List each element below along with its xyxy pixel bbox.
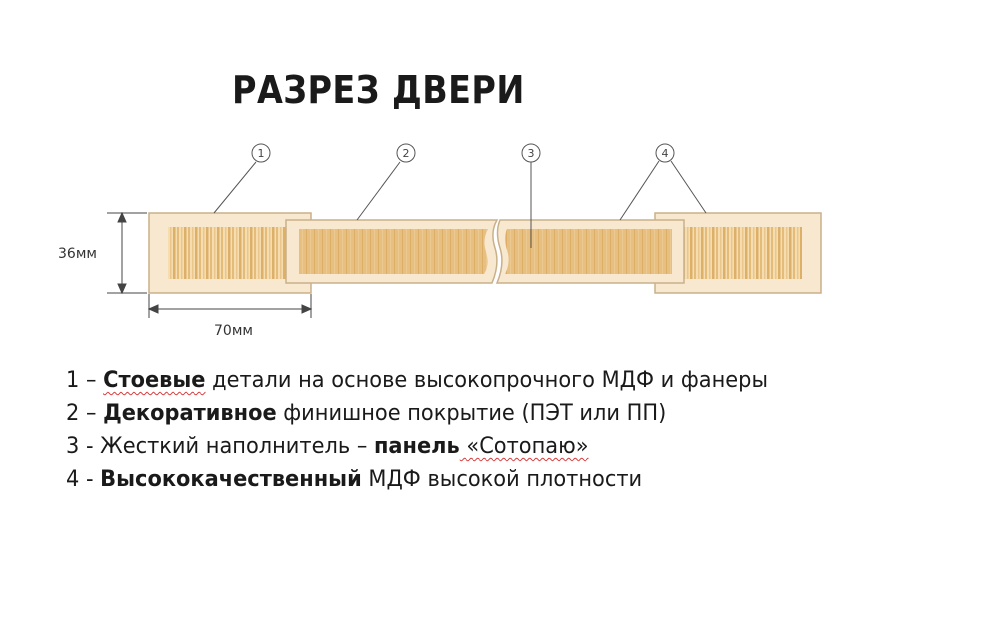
callout-4-number: 4 [662,147,669,160]
height-dimension [107,211,147,295]
width-label: 70мм [214,323,253,339]
callout-2-number: 2 [403,147,410,160]
legend-item-1: 1 – Стоевые детали на основе высокопрочн… [66,367,768,393]
callout-3: 3 [521,143,541,248]
height-label: 36мм [58,246,97,262]
legend: 1 – Стоевые детали на основе высокопрочн… [66,364,821,496]
page-title: РАЗРЕЗ ДВЕРИ [232,68,525,112]
callout-2: 2 [356,143,416,221]
callout-1-number: 1 [258,147,265,160]
panel-right-section [495,219,685,284]
panel-left-section [285,219,499,284]
legend-item-4: 4 - Высококачественный МДФ высокой плотн… [66,466,643,492]
door-cross-section-diagram: 36мм 70мм 1 2 3 4 [58,143,822,339]
legend-item-3: 3 - Жесткий наполнитель – панель «Сотопа… [66,433,589,459]
width-dimension [147,294,313,318]
left-stile [148,212,312,294]
callout-1: 1 [213,143,271,214]
legend-item-2: 2 – Декоративное финишное покрытие (ПЭТ … [66,400,667,426]
callout-4: 4 [619,143,707,221]
callout-3-number: 3 [528,147,535,160]
